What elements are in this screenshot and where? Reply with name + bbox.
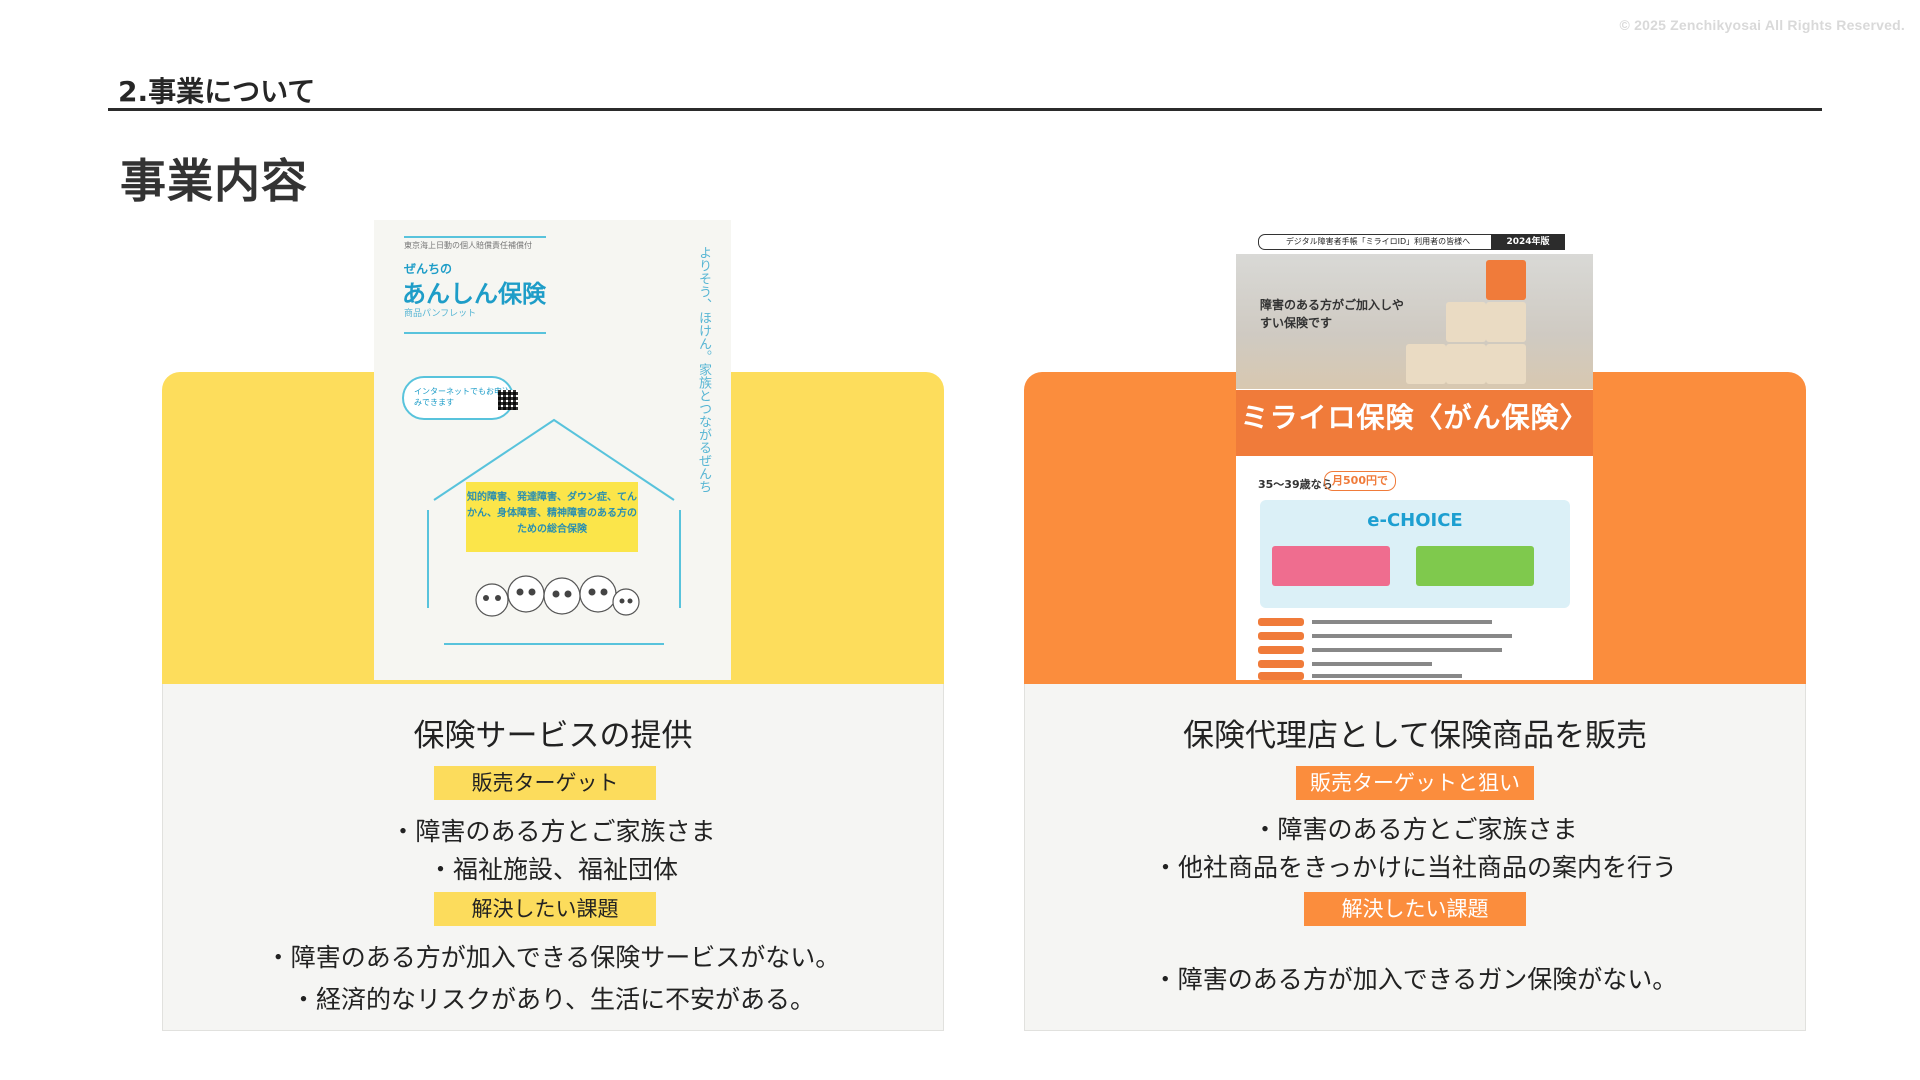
- flyer-green-box: [1416, 546, 1534, 586]
- flyer-info-row: [1258, 672, 1558, 680]
- card-block-icon: [1486, 302, 1526, 342]
- pamphlet-rule: [404, 332, 546, 334]
- anshin-hoken-pamphlet-image: 東京海上日動の個人賠償責任補償付 ぜんちの あんしん保険 商品パンフレット より…: [374, 220, 731, 680]
- pamphlet-target-description: 知的障害、発達障害、ダウン症、てんかん、身体障害、精神障害のある方のための総合保…: [466, 482, 638, 552]
- mascot-characters-icon: [475, 575, 640, 617]
- flyer-info-row: [1258, 646, 1558, 654]
- wheelchair-block-icon: [1446, 344, 1486, 384]
- pamphlet-vertical-tagline: よりそう、ほけん。家族とつながるぜんち: [696, 246, 711, 493]
- card-body: [1024, 684, 1806, 1031]
- flyer-photo-caption: 障害のある方がご加入しやすい保険です: [1260, 298, 1404, 330]
- doctor-block-icon: [1486, 344, 1526, 384]
- mirairo-hoken-flyer-image: デジタル障害者手帳「ミライロID」利用者の皆様へ 2024年版 障害のある方がご…: [1236, 220, 1593, 680]
- title-divider: [108, 108, 1822, 111]
- flyer-orange-band: [1236, 390, 1593, 456]
- card-heading: 保険代理店として保険商品を販売: [1182, 718, 1648, 754]
- qr-code-icon: [498, 390, 518, 410]
- house-outline-icon: [427, 418, 681, 645]
- flyer-year-badge: 2024年版: [1491, 234, 1565, 250]
- target-tag: 販売ターゲット: [434, 766, 656, 800]
- card-heading: 保険サービスの提供: [413, 718, 693, 754]
- card-body: [162, 684, 944, 1031]
- section-title: 2.事業について: [118, 75, 316, 108]
- target-item: ・障害のある方とご家族さま: [390, 817, 716, 846]
- target-item: ・福祉施設、福祉団体: [427, 855, 678, 884]
- flyer-info-row: [1258, 618, 1558, 626]
- target-item: ・障害のある方とご家族さま: [1252, 815, 1578, 844]
- pamphlet-rule: [404, 236, 546, 238]
- issue-item: ・障害のある方が加入できるガン保険がない。: [1152, 965, 1678, 994]
- echoice-logo: e-CHOICE: [1367, 510, 1463, 531]
- issue-item: ・経済的なリスクがあり、生活に不安がある。: [290, 985, 815, 1014]
- flyer-price-pill: 月500円で: [1324, 471, 1396, 491]
- mirairo-id-block-icon: [1486, 260, 1526, 300]
- target-item: ・他社商品をきっかけに当社商品の案内を行う: [1152, 853, 1677, 882]
- pamphlet-subtitle: ぜんちの: [404, 262, 453, 276]
- flyer-pink-box: [1272, 546, 1390, 586]
- target-tag: 販売ターゲットと狙い: [1296, 766, 1534, 800]
- flyer-header: デジタル障害者手帳「ミライロID」利用者の皆様へ: [1258, 234, 1498, 250]
- flyer-age-text: 35～39歳なら: [1258, 478, 1333, 491]
- page-title: 事業内容: [120, 154, 308, 208]
- health-block-icon: [1406, 344, 1446, 384]
- pamphlet-top-text: 東京海上日動の個人賠償責任補償付: [404, 241, 532, 250]
- flyer-info-row: [1258, 632, 1558, 640]
- flyer-info-row: [1258, 660, 1558, 668]
- copyright-text: © 2025 Zenchikyosai All Rights Reserved.: [1619, 17, 1905, 33]
- phone-block-icon: [1446, 302, 1486, 342]
- issue-tag: 解決したい課題: [434, 892, 656, 926]
- flyer-product-title: ミライロ保険〈がん保険〉: [1240, 401, 1589, 434]
- agency-sales-card: 保険代理店として保険商品を販売 販売ターゲットと狙い ・障害のある方とご家族さま…: [1024, 372, 1806, 1032]
- pamphlet-small-text: 商品パンフレット: [404, 309, 477, 319]
- issue-tag: 解決したい課題: [1304, 892, 1526, 926]
- issue-item: ・障害のある方が加入できる保険サービスがない。: [265, 943, 841, 972]
- pamphlet-product-name: あんしん保険: [402, 280, 546, 308]
